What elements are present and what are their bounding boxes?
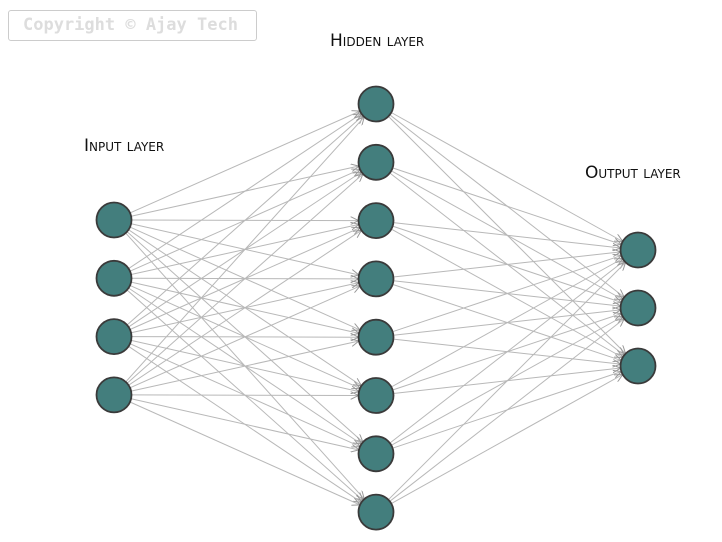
edge-hidden-8-to-output-2 <box>389 319 624 502</box>
edge-hidden-8-to-output-1 <box>388 263 625 501</box>
hidden-neuron-3 <box>357 202 395 240</box>
hidden-neuron-6 <box>357 377 395 414</box>
hidden-neuron-2 <box>357 143 395 181</box>
input-neuron-1 <box>95 201 133 239</box>
input-neuron-3 <box>95 318 133 356</box>
output-neuron-2 <box>619 289 657 327</box>
edge-input-4-to-hidden-8 <box>129 401 359 505</box>
hidden-neuron-5 <box>357 318 395 356</box>
edge-input-4-to-hidden-7 <box>130 398 358 450</box>
edge-input-1-to-hidden-1 <box>129 112 359 214</box>
copyright-watermark: Copyright © Ajay Tech <box>8 10 257 41</box>
edge-hidden-1-to-output-1 <box>391 112 622 242</box>
edge-hidden-6-to-output-1 <box>391 259 622 388</box>
edge-input-4-to-hidden-5 <box>130 341 358 392</box>
hidden-layer-label: Hidden layer <box>330 31 425 51</box>
input-neuron-2 <box>95 259 133 297</box>
connections <box>125 112 625 505</box>
input-neuron-4 <box>95 376 133 414</box>
hidden-neuron-1 <box>357 85 395 123</box>
edge-input-4-to-hidden-4 <box>129 286 359 389</box>
hidden-neuron-8 <box>357 493 395 531</box>
edge-hidden-4-to-output-1 <box>393 252 619 278</box>
output-layer-label: Output layer <box>585 163 681 183</box>
edge-hidden-2-to-output-1 <box>392 167 621 244</box>
edge-hidden-7-to-output-1 <box>389 261 624 444</box>
edge-hidden-3-to-output-1 <box>393 222 619 248</box>
hidden-neuron-7 <box>357 435 395 473</box>
hidden-neuron-4 <box>357 260 395 298</box>
neurons <box>95 85 657 531</box>
edge-input-3-to-hidden-1 <box>126 116 362 326</box>
input-layer-label: Input layer <box>84 136 165 156</box>
edge-input-4-to-hidden-6 <box>131 395 358 396</box>
output-neuron-1 <box>619 231 657 269</box>
output-neuron-3 <box>619 347 657 385</box>
edge-input-4-to-hidden-3 <box>128 231 361 386</box>
edge-hidden-8-to-output-3 <box>391 375 622 505</box>
edge-input-2-to-hidden-1 <box>128 114 361 270</box>
edge-hidden-5-to-output-1 <box>392 256 621 333</box>
edge-input-4-to-hidden-2 <box>126 175 362 384</box>
edge-input-4-to-hidden-1 <box>125 118 364 383</box>
